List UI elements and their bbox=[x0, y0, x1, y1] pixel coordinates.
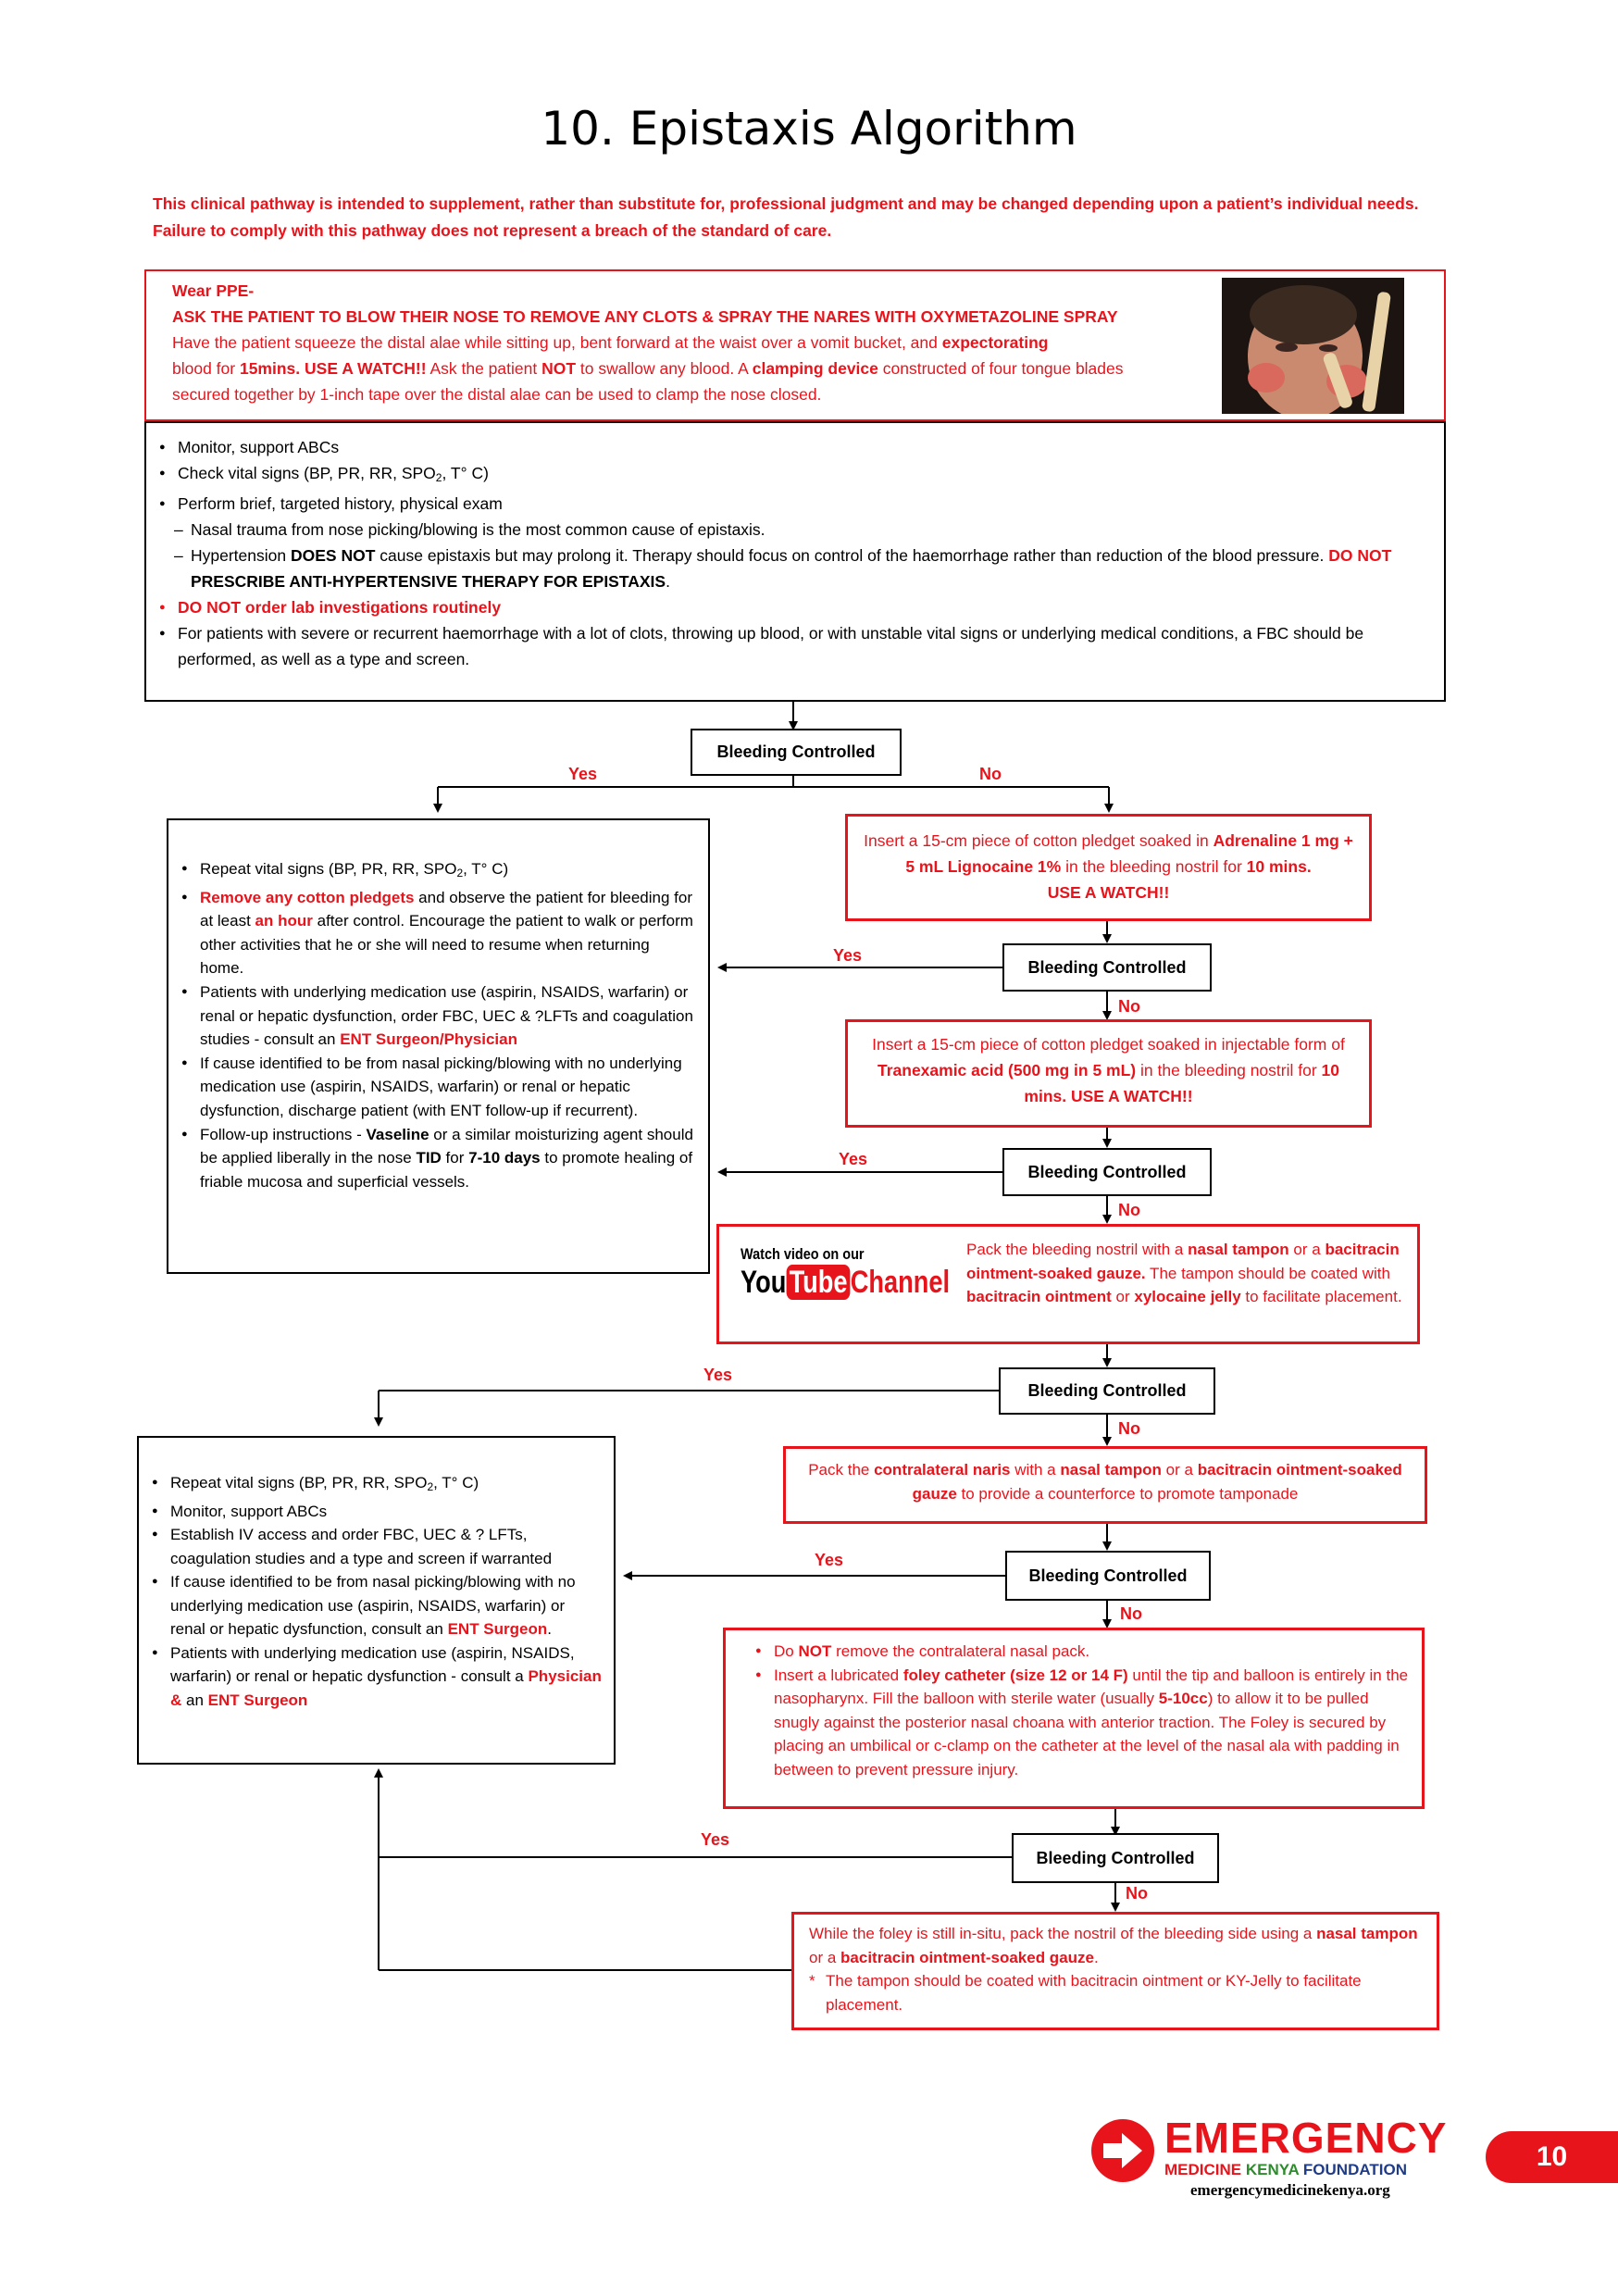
no-label-4: No bbox=[1120, 1604, 1142, 1623]
blow-nose-instruction: ASK THE PATIENT TO BLOW THEIR NOSE TO RE… bbox=[172, 307, 1118, 326]
logo-kenya-text: KENYA bbox=[1245, 2161, 1300, 2178]
logo-url[interactable]: emergencymedicinekenya.org bbox=[1190, 2181, 1390, 2199]
decision-bleeding-controlled-4: Bleeding Controlled bbox=[1005, 1551, 1211, 1601]
c2-medication-use: Patients with underlying medication use … bbox=[150, 1641, 603, 1713]
youtube-channel-text: Channel bbox=[850, 1265, 951, 1300]
decision-bleeding-controlled-3: Bleeding Controlled bbox=[999, 1367, 1215, 1415]
no-label-0: No bbox=[979, 765, 1002, 783]
c1-discharge: If cause identified to be from nasal pic… bbox=[180, 1052, 697, 1123]
logo-foundation-text: FOUNDATION bbox=[1302, 2161, 1407, 2178]
c1-repeat-vitals: Repeat vital signs (BP, PR, RR, SPO2, T°… bbox=[180, 857, 697, 886]
assess-vital-signs: Check vital signs (BP, PR, RR, SPO2, T° … bbox=[157, 460, 1433, 491]
no-label-5: No bbox=[1126, 1884, 1148, 1903]
disclaimer: This clinical pathway is intended to sup… bbox=[153, 194, 1419, 240]
no-label-1: No bbox=[1118, 997, 1140, 1016]
fifteen-min-instruction: blood for 15mins. USE A WATCH!! Ask the … bbox=[172, 359, 1124, 378]
c2-monitor-abcs: Monitor, support ABCs bbox=[150, 1500, 603, 1524]
clamp-instruction: secured together by 1-inch tape over the… bbox=[172, 385, 822, 404]
controlled-management-box-1: Repeat vital signs (BP, PR, RR, SPO2, T°… bbox=[167, 818, 710, 1274]
yes-label-2: Yes bbox=[839, 1150, 868, 1168]
page-title: 10. Epistaxis Algorithm bbox=[541, 102, 1077, 156]
assess-monitor-abcs: Monitor, support ABCs bbox=[157, 434, 1433, 460]
logo-emergency-text: EMERGENCY bbox=[1164, 2114, 1448, 2162]
no-label-3: No bbox=[1118, 1419, 1140, 1438]
foley-keep-pack: Do NOT remove the contralateral nasal pa… bbox=[753, 1640, 1411, 1664]
assess-hypertension-note: Hypertension DOES NOT cause epistaxis bu… bbox=[157, 543, 1433, 594]
yes-label-4: Yes bbox=[815, 1551, 844, 1569]
decision-bleeding-controlled-1: Bleeding Controlled bbox=[1002, 943, 1212, 992]
step-adrenaline-pledget: Insert a 15-cm piece of cotton pledget s… bbox=[845, 814, 1372, 921]
assess-severe-fbc: For patients with severe or recurrent ha… bbox=[157, 620, 1433, 672]
c1-medication-use: Patients with underlying medication use … bbox=[180, 980, 697, 1052]
yes-label-1: Yes bbox=[833, 946, 863, 965]
decision-bleeding-controlled-2: Bleeding Controlled bbox=[1002, 1148, 1212, 1196]
yes-label-3: Yes bbox=[703, 1366, 733, 1384]
c1-follow-up: Follow-up instructions - Vaseline or a s… bbox=[180, 1123, 697, 1194]
arrow-logo-icon bbox=[1091, 2119, 1154, 2182]
yes-label-0: Yes bbox=[568, 765, 598, 783]
logo-medicine-text: MEDICINE bbox=[1164, 2161, 1242, 2178]
controlled-management-box-2: Repeat vital signs (BP, PR, RR, SPO2, T°… bbox=[137, 1436, 616, 1765]
assess-nasal-trauma-note: Nasal trauma from nose picking/blowing i… bbox=[157, 517, 1433, 543]
yes-label-5: Yes bbox=[701, 1830, 730, 1849]
step-foley-catheter: Do NOT remove the contralateral nasal pa… bbox=[723, 1628, 1425, 1809]
emergency-medicine-kenya-logo: EMERGENCY MEDICINE KENYA FOUNDATION emer… bbox=[1090, 2114, 1461, 2211]
assess-history-exam: Perform brief, targeted history, physica… bbox=[157, 491, 1433, 517]
foley-insert: Insert a lubricated foley catheter (size… bbox=[753, 1664, 1411, 1782]
c1-remove-pledgets: Remove any cotton pledgets and observe t… bbox=[180, 886, 697, 980]
youtube-tube-logo: Tube bbox=[786, 1265, 851, 1300]
foley-pack-note: *The tampon should be coated with bacitr… bbox=[809, 1972, 1362, 2014]
step-pack-with-foley: While the foley is still in-situ, pack t… bbox=[791, 1912, 1439, 2030]
youtube-channel-link[interactable]: Watch video on our YouTubeChannel bbox=[741, 1245, 951, 1319]
c2-iv-access: Establish IV access and order FBC, UEC &… bbox=[150, 1523, 603, 1570]
step-nasal-tampon: Pack the bleeding nostril with a nasal t… bbox=[716, 1224, 1420, 1344]
youtube-watch-text: Watch video on our bbox=[741, 1245, 865, 1263]
youtube-you-text: You bbox=[741, 1265, 787, 1300]
step-contralateral-pack: Pack the contralateral naris with a nasa… bbox=[783, 1446, 1427, 1524]
decision-bleeding-controlled-0: Bleeding Controlled bbox=[691, 729, 902, 776]
assessment-box: Monitor, support ABCs Check vital signs … bbox=[144, 421, 1446, 702]
page-number-badge: 10 bbox=[1486, 2131, 1618, 2183]
squeeze-instruction: Have the patient squeeze the distal alae… bbox=[172, 333, 1049, 352]
foley-pack-instruction: While the foley is still in-situ, pack t… bbox=[809, 1925, 1418, 1966]
patient-nose-clamp-photo bbox=[1222, 278, 1404, 419]
step-tranexamic-pledget: Insert a 15-cm piece of cotton pledget s… bbox=[845, 1019, 1372, 1128]
wear-ppe: Wear PPE- bbox=[172, 281, 255, 300]
assess-no-labs: DO NOT order lab investigations routinel… bbox=[157, 594, 1433, 620]
decision-bleeding-controlled-5: Bleeding Controlled bbox=[1012, 1833, 1219, 1883]
c2-repeat-vitals: Repeat vital signs (BP, PR, RR, SPO2, T°… bbox=[150, 1471, 603, 1500]
c2-nasal-picking: If cause identified to be from nasal pic… bbox=[150, 1570, 603, 1641]
no-label-2: No bbox=[1118, 1201, 1140, 1219]
